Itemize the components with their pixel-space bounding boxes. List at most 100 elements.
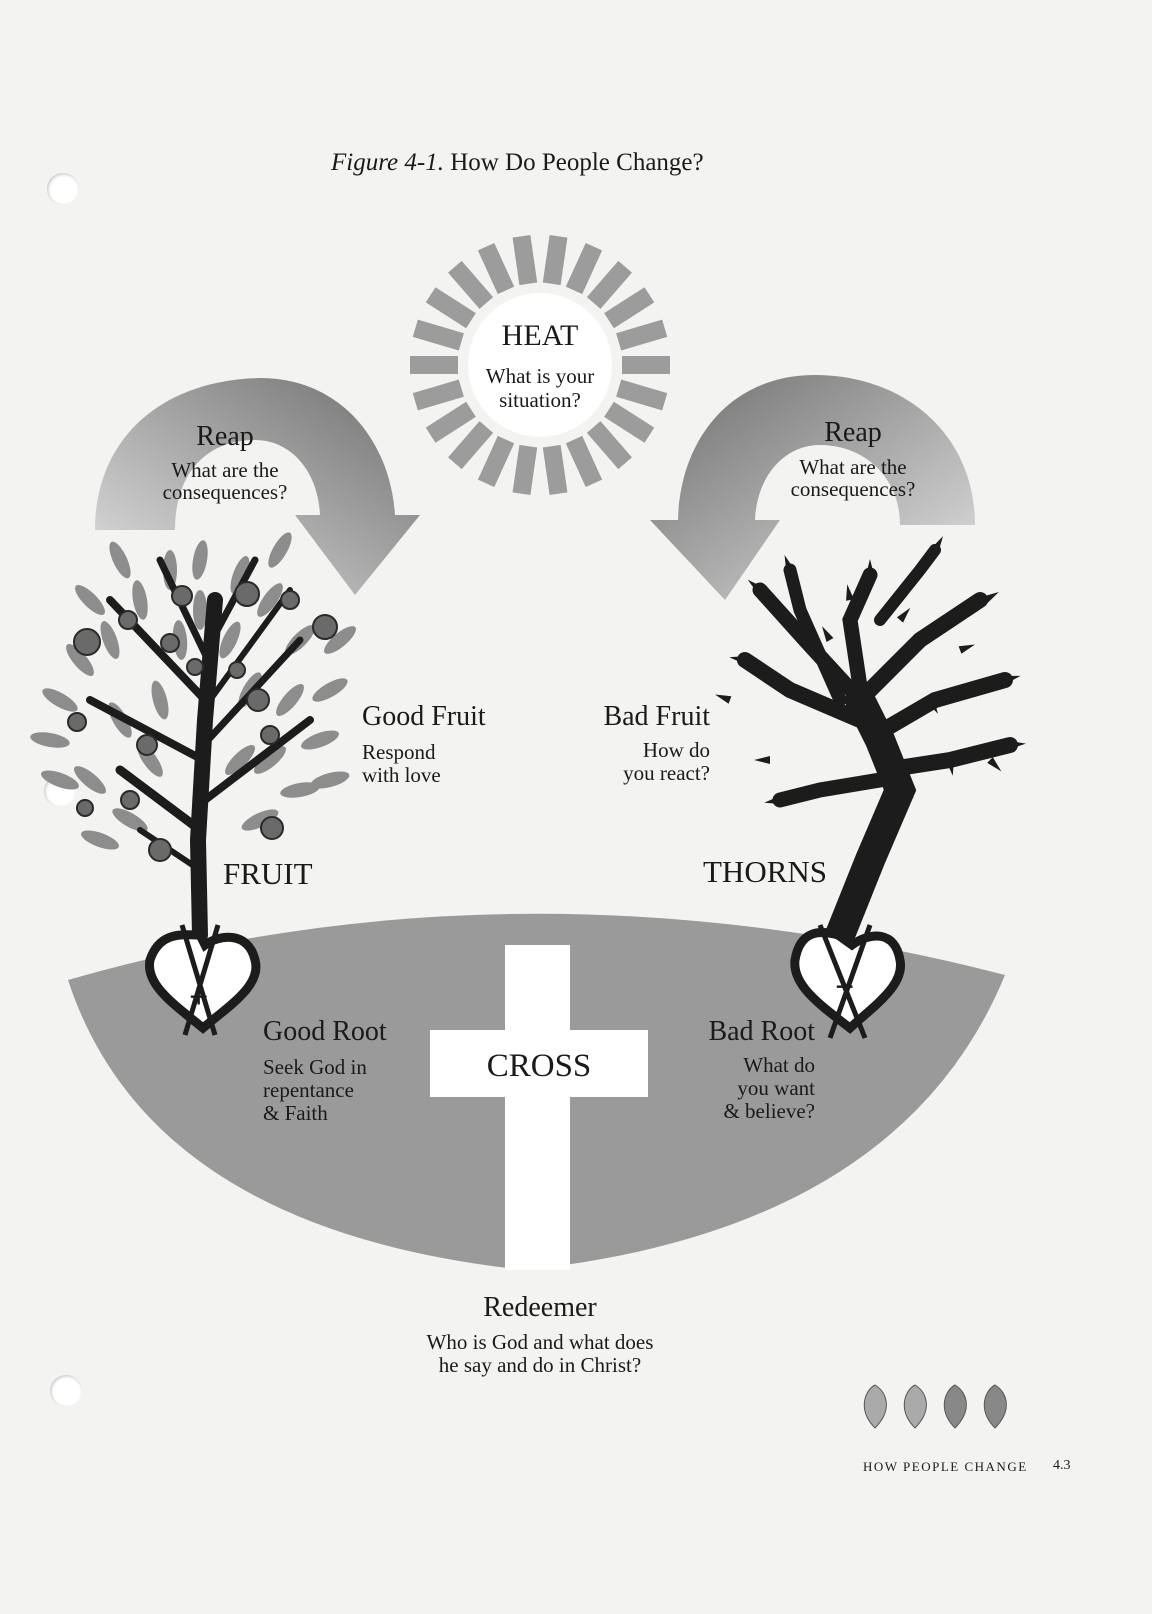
thorn-tree: [713, 534, 1027, 1039]
sun-ray: [586, 260, 632, 309]
sun-ray: [542, 444, 568, 495]
bad-root-line3: & believe?: [723, 1099, 815, 1123]
heat-line2: situation?: [499, 388, 581, 412]
sun-ray: [412, 319, 464, 351]
sun-ray: [412, 379, 464, 411]
thorn-spike: [866, 559, 874, 575]
cross-label: CROSS: [486, 1048, 592, 1084]
plus-sign: +: [189, 979, 209, 1016]
sun-ray: [448, 260, 494, 309]
sun-ray: [565, 435, 603, 488]
tree-leaf: [70, 761, 110, 799]
thorn-spike: [754, 756, 770, 764]
tree-leaf: [189, 539, 211, 581]
sun-ray: [604, 401, 655, 443]
sun-ray: [448, 421, 494, 470]
fruit: [186, 658, 204, 676]
bad-root-title: Bad Root: [708, 1016, 815, 1047]
bad-fruit-line2: you react?: [623, 761, 710, 785]
thorn-spike: [818, 624, 834, 642]
fruit: [312, 614, 338, 640]
reap-left-line2: consequences?: [162, 480, 288, 504]
footer-leaf-icons: [863, 1384, 1007, 1429]
tree-leaf: [309, 673, 351, 707]
sun-ray: [542, 235, 568, 286]
footer-leaf-icon: [983, 1384, 1007, 1429]
good-root-title: Good Root: [263, 1016, 387, 1047]
thorn-spike: [843, 583, 854, 601]
sun-ray: [512, 444, 538, 495]
reap-right-arrow: [650, 375, 975, 600]
heat-sun: [410, 235, 670, 495]
reap-right-line2: consequences?: [790, 477, 916, 501]
tree-leaf: [78, 826, 122, 854]
footer-leaf-icon: [943, 1384, 967, 1429]
reap-left-title: Reap: [196, 421, 254, 452]
redeemer-title: Redeemer: [483, 1292, 597, 1323]
reap-right-line1: What are the: [799, 455, 907, 479]
sun-ray: [477, 242, 515, 295]
tree-leaf: [39, 683, 81, 717]
minus-sign: −: [835, 969, 855, 1006]
sun-ray: [477, 435, 515, 488]
tree-leaf: [70, 580, 110, 620]
sun-ray: [616, 379, 668, 411]
fruit: [234, 581, 260, 607]
good-root-line3: & Faith: [263, 1101, 328, 1125]
good-fruit-line1: Respond: [362, 740, 436, 764]
page-number: 4.3: [1053, 1458, 1071, 1473]
heat-title: HEAT: [501, 319, 579, 352]
fruit: [160, 633, 180, 653]
figure-heading: How Do People Change?: [450, 149, 704, 176]
fruit: [246, 688, 270, 712]
fruit: [260, 725, 280, 745]
tree-leaf: [271, 680, 309, 720]
footer-text: HOW PEOPLE CHANGE: [863, 1459, 1028, 1474]
good-fruit-line2: with love: [362, 763, 441, 787]
bad-root-line1: What do: [743, 1053, 815, 1077]
bad-root-line2: you want: [737, 1076, 815, 1100]
fruit: [148, 838, 172, 862]
punch-hole-top: [47, 173, 79, 205]
fruit: [280, 590, 300, 610]
sun-ray: [425, 401, 476, 443]
reap-right-title: Reap: [824, 417, 882, 448]
redeemer-line2: he say and do in Christ?: [438, 1353, 642, 1377]
redeemer-line1: Who is God and what does: [426, 1330, 654, 1354]
fruit: [120, 790, 140, 810]
sun-ray: [622, 356, 670, 374]
fruit: [171, 585, 193, 607]
fruit: [260, 816, 284, 840]
punch-hole-bottom: [50, 1375, 82, 1407]
tree-leaf: [148, 678, 172, 722]
fruit: [118, 610, 138, 630]
tree-leaf: [263, 529, 297, 571]
footer-leaf-icon: [863, 1384, 887, 1429]
heat-line1: What is your: [485, 364, 595, 388]
reap-left-line1: What are the: [171, 458, 279, 482]
reap-left-arrow: [95, 378, 420, 595]
fruit-tree: [29, 529, 360, 1036]
thorn-spike: [958, 640, 977, 654]
sun-ray: [410, 356, 458, 374]
cross-shape: [430, 945, 648, 1270]
fruit: [76, 799, 94, 817]
fruit-label: FRUIT: [223, 856, 313, 891]
fruit: [73, 628, 101, 656]
bad-fruit-title: Bad Fruit: [603, 701, 710, 732]
thorn-spike: [896, 605, 914, 623]
sun-ray: [425, 287, 476, 329]
footer-leaf-icon: [903, 1384, 927, 1429]
sun-ray: [604, 287, 655, 329]
thorn-spike: [987, 757, 1005, 775]
thorn-spike: [713, 690, 732, 704]
tree-leaf: [193, 590, 207, 630]
good-fruit-title: Good Fruit: [362, 701, 486, 732]
bad-fruit-line1: How do: [642, 738, 710, 762]
sun-ray: [616, 319, 668, 351]
thorns-label: THORNS: [703, 854, 828, 889]
tree-leaf: [29, 729, 71, 751]
good-root-line2: repentance: [263, 1078, 354, 1102]
fruit: [228, 661, 246, 679]
